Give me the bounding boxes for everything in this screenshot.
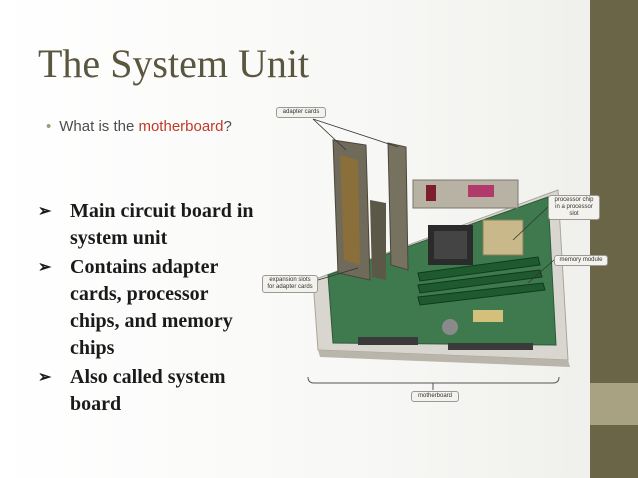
motherboard-figure: adapter cards processor chip in a proces… [258,105,608,405]
bullet-item: ➢ Contains adapter cards, processor chip… [38,254,258,362]
bullet-list: ➢ Main circuit board in system unit ➢ Co… [38,198,258,420]
bullet-text: Main circuit board in system unit [70,200,254,249]
question-bullet: • What is the motherboard? [46,118,232,135]
motherboard-illustration [307,118,570,390]
callout-expansion-slots: expansion slots for adapter cards [262,275,318,293]
callout-motherboard: motherboard [411,391,459,402]
arrow-bullet-icon: ➢ [38,369,52,386]
slide-title: The System Unit [38,41,310,86]
question-suffix: ? [223,118,232,135]
callout-processor-chip: processor chip in a processor slot [548,195,600,220]
sidebar-accent [590,383,638,425]
bullet-text: Also called system board [70,366,226,415]
callout-memory-module: memory module [554,255,608,266]
bullet-item: ➢ Main circuit board in system unit [38,198,258,252]
arrow-bullet-icon: ➢ [38,259,52,276]
bullet-item: ➢ Also called system board [38,364,258,418]
bullet-dot-icon: • [46,118,52,135]
callout-adapter-cards: adapter cards [276,107,326,118]
arrow-bullet-icon: ➢ [38,203,52,220]
question-prefix: What is the [59,118,139,135]
question-highlight: motherboard [138,118,224,135]
bullet-text: Contains adapter cards, processor chips,… [70,256,233,359]
